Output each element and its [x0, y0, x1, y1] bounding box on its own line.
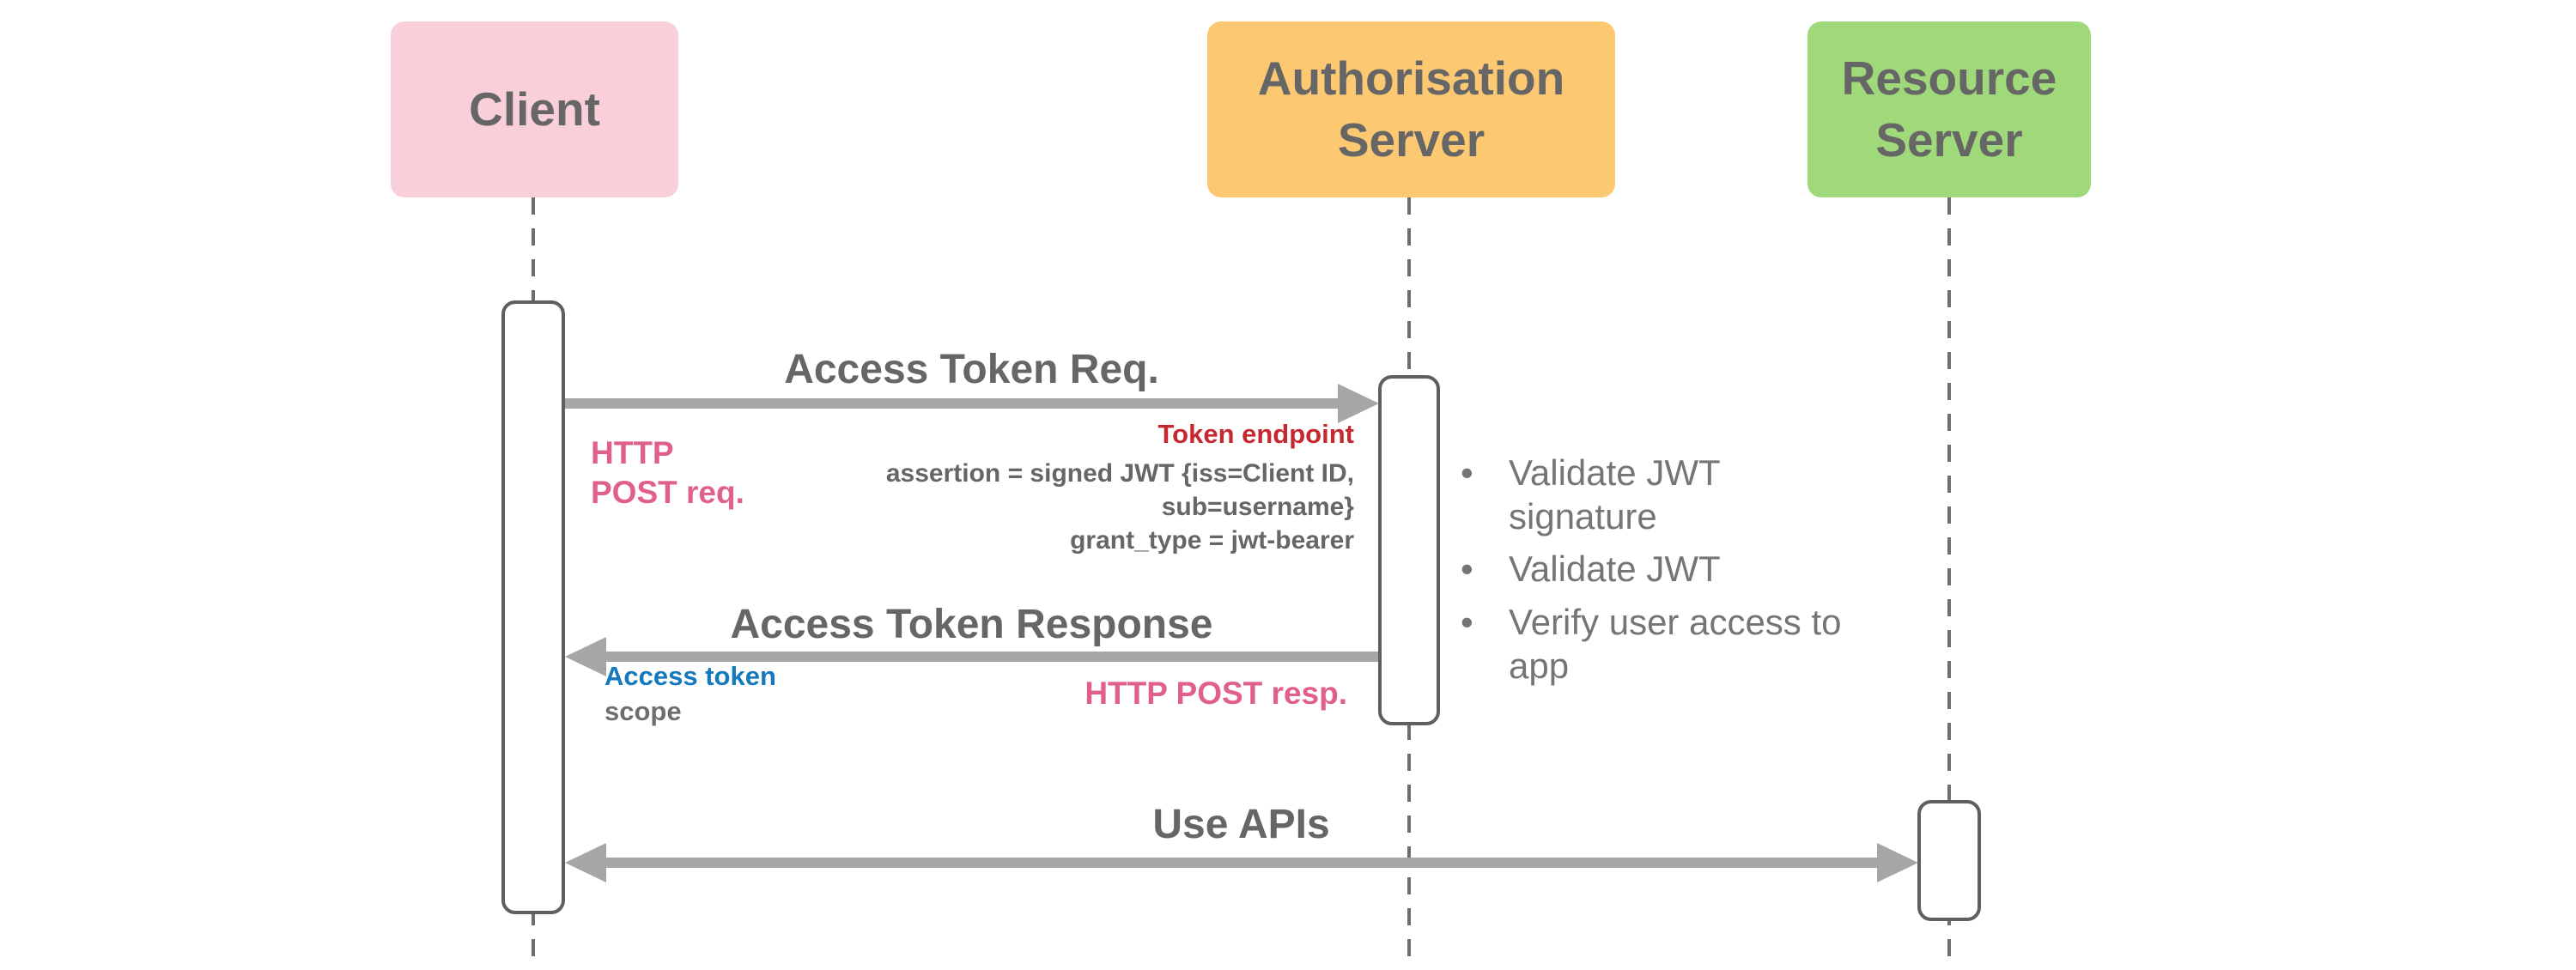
- arrowhead-left-icon: [565, 843, 606, 882]
- arrowhead-left-icon: [565, 637, 606, 676]
- validation-item: Verify user access to app: [1455, 600, 1859, 688]
- access-token-request-arrow: [565, 398, 1342, 409]
- message-access-token-request-title: Access Token Req.: [784, 347, 1159, 392]
- actor-client: Client: [391, 21, 678, 197]
- http-post-req-note: HTTP POST req.: [591, 433, 744, 513]
- scope-label: scope: [605, 695, 682, 726]
- use-apis-arrow: [605, 858, 1878, 868]
- server-validation-list: Validate JWT signature Validate JWT Veri…: [1455, 451, 1859, 696]
- arrowhead-right-icon: [1338, 384, 1379, 423]
- validation-item: Validate JWT: [1455, 547, 1859, 591]
- actor-resource-server-label: Resource Server: [1841, 52, 2057, 167]
- actor-authorisation-server: Authorisation Server: [1207, 21, 1615, 197]
- resource-server-lifeline: [1947, 197, 1951, 970]
- token-endpoint-label: Token endpoint: [1157, 419, 1354, 449]
- response-returns-note: Access token scope: [605, 659, 776, 730]
- actor-resource-server: Resource Server: [1807, 21, 2091, 197]
- authorisation-server-activation-bar: [1378, 375, 1440, 725]
- message-access-token-response-title: Access Token Response: [730, 602, 1213, 647]
- actor-authorisation-server-label: Authorisation Server: [1257, 52, 1565, 167]
- access-token-label: Access token: [605, 661, 776, 691]
- request-param-line3: grant_type = jwt-bearer: [1070, 526, 1354, 555]
- http-post-req-line2: POST req.: [591, 475, 744, 511]
- resource-server-activation-bar: [1917, 800, 1981, 921]
- message-use-apis-title: Use APIs: [1152, 802, 1330, 847]
- request-param-line2: sub=username}: [1161, 493, 1354, 521]
- arrowhead-right-icon: [1877, 843, 1918, 882]
- http-post-resp-note: HTTP POST resp.: [1084, 676, 1347, 711]
- token-endpoint-note: Token endpoint assertion = signed JWT {i…: [886, 419, 1354, 557]
- request-param-line1: assertion = signed JWT {iss=Client ID,: [885, 459, 1354, 488]
- validation-item: Validate JWT signature: [1455, 451, 1859, 538]
- actor-client-label: Client: [469, 82, 600, 136]
- http-post-req-line1: HTTP: [591, 435, 674, 470]
- access-token-response-arrow: [605, 652, 1378, 662]
- client-activation-bar: [501, 300, 565, 914]
